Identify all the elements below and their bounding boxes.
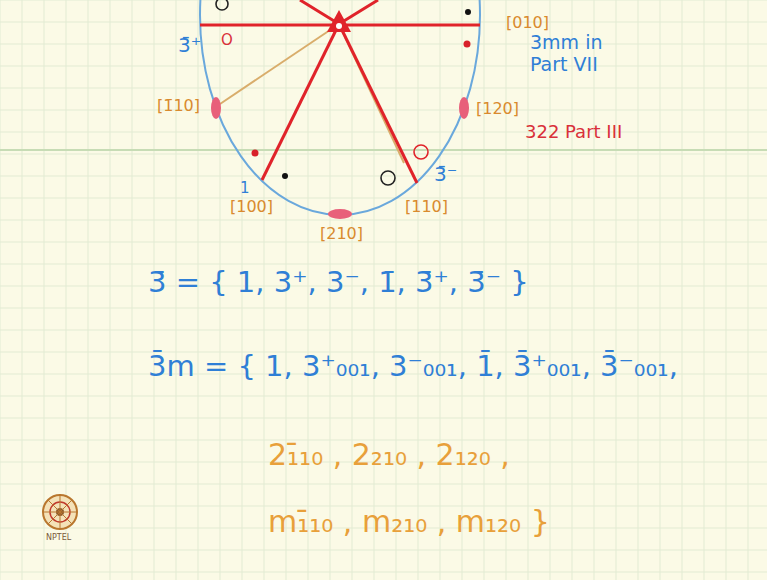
grid-line — [704, 0, 705, 580]
grid-line — [0, 264, 767, 265]
pole-circle — [216, 0, 228, 10]
grid-line — [594, 0, 595, 580]
mirror-trace — [220, 24, 339, 104]
axis-symbol: 1 — [240, 180, 250, 197]
grid-line — [0, 550, 767, 551]
paper-band — [0, 149, 767, 151]
grid-line — [748, 0, 749, 580]
grid-line — [572, 0, 573, 580]
note: 3mm in Part VII — [530, 32, 622, 76]
nptel-logo — [43, 495, 77, 529]
grid-line — [0, 44, 767, 45]
direction-label: [100] — [230, 198, 273, 216]
grid-line — [110, 0, 111, 580]
grid-line — [660, 0, 661, 580]
grid-line — [44, 0, 45, 580]
pole-dot — [252, 150, 259, 157]
grid-line — [22, 0, 23, 580]
threefold-symbol — [327, 10, 351, 32]
twofold-axis-line — [339, 24, 417, 183]
grid-line — [0, 220, 767, 221]
grid-line — [132, 0, 133, 580]
grid-line — [0, 484, 767, 485]
grid-line — [88, 0, 89, 580]
grid-line — [0, 396, 767, 397]
grid-line — [0, 308, 767, 309]
pole-dot — [465, 9, 471, 15]
grid-line — [0, 176, 767, 177]
grid-line — [0, 572, 767, 573]
grid-line — [0, 198, 767, 199]
group-equation: 2₁̄₁₀ , 2₂₁₀ , 2₁₂₀ , — [268, 438, 510, 473]
grid-line — [0, 0, 1, 580]
note: 322 Part III — [525, 122, 622, 143]
group-equation: m₁̄₁₀ , m₂₁₀ , m₁₂₀ } — [268, 505, 550, 540]
grid-line — [0, 88, 767, 89]
direction-label: [120] — [476, 100, 519, 118]
grid-line — [638, 0, 639, 580]
pole-symbol: O — [221, 32, 233, 49]
twofold-axis-line — [300, 0, 339, 24]
group-equation: 3̄ = { 1, 3⁺, 3⁻, 1̄, 3̄⁺, 3̄⁻ } — [148, 266, 529, 299]
twofold-axis-line — [262, 24, 339, 180]
group-equation: 3̄m = { 1, 3⁺₀₀₁, 3⁻₀₀₁, 1̄, 3̄⁺₀₀₁, 3̄⁻… — [148, 350, 678, 383]
pole-circle — [414, 145, 428, 159]
twofold-axis-line — [339, 0, 378, 24]
grid-line — [0, 110, 767, 111]
grid-line — [0, 132, 767, 133]
grid-line — [726, 0, 727, 580]
grid-line — [0, 0, 767, 1]
axis-symbol: 3̄⁺ — [178, 34, 201, 57]
axis-symbol: 3̄⁻ — [434, 163, 457, 186]
direction-label: [110] — [405, 198, 448, 216]
grid-line — [682, 0, 683, 580]
twofold-mark — [459, 97, 469, 119]
grid-line — [616, 0, 617, 580]
direction-label: [1̄10] — [157, 97, 200, 115]
pole-dot — [464, 41, 471, 48]
grid-line — [0, 330, 767, 331]
projection-circle — [200, 0, 480, 215]
grid-line — [66, 0, 67, 580]
direction-label: [210] — [320, 225, 363, 243]
grid-line — [0, 66, 767, 67]
pole-circle — [381, 171, 395, 185]
logo-text: NPTEL — [46, 533, 71, 542]
twofold-mark — [211, 97, 221, 119]
pole-dot — [282, 173, 288, 179]
grid-line — [0, 242, 767, 243]
twofold-mark — [328, 209, 352, 219]
grid-line — [0, 154, 767, 155]
grid-line — [0, 418, 767, 419]
grid-line — [0, 22, 767, 23]
grid-line — [550, 0, 551, 580]
direction-label: [010] — [506, 14, 549, 32]
inversion-dot — [336, 23, 342, 29]
